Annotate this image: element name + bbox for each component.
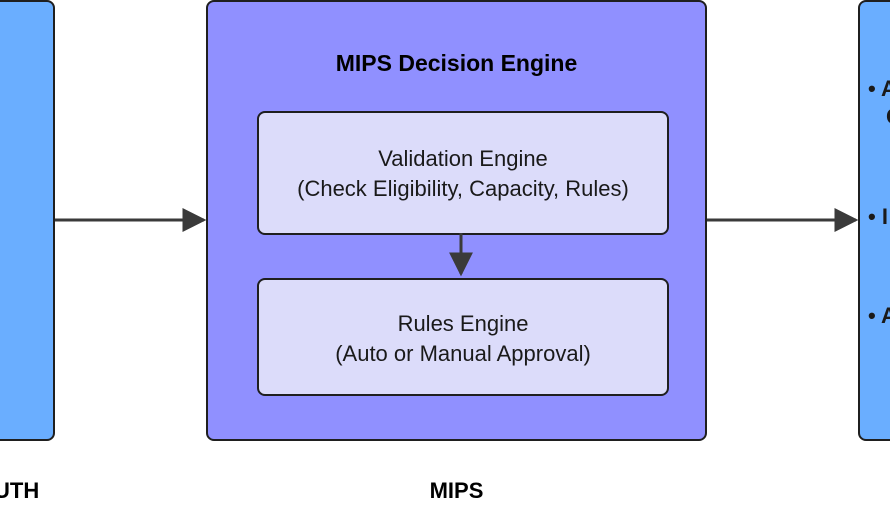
mips-decision-engine-panel: MIPS Decision Engine Validation Engine (… xyxy=(206,0,707,441)
bullet-item: • A xyxy=(868,76,890,101)
left-system-panel xyxy=(0,0,55,441)
rules-engine-box: Rules Engine (Auto or Manual Approval) xyxy=(257,278,669,396)
rules-engine-label: Rules Engine xyxy=(397,311,529,336)
bullet-item: • A xyxy=(868,303,890,328)
validation-engine-box: Validation Engine (Check Eligibility, Ca… xyxy=(257,111,669,235)
validation-engine-label: Validation Engine xyxy=(378,146,548,171)
mips-caption: MIPS xyxy=(429,478,484,503)
rules-engine-detail: (Auto or Manual Approval) xyxy=(335,341,591,366)
validation-engine-detail: (Check Eligibility, Capacity, Rules) xyxy=(297,176,629,201)
bullet-item: • I xyxy=(868,204,888,229)
right-system-bullets: • A C • I • A xyxy=(868,0,890,441)
left-system-caption: UTH xyxy=(0,478,40,503)
engine-title: MIPS Decision Engine xyxy=(335,50,578,76)
right-system-panel xyxy=(858,0,890,441)
bullet-item-continuation: C xyxy=(886,104,890,130)
